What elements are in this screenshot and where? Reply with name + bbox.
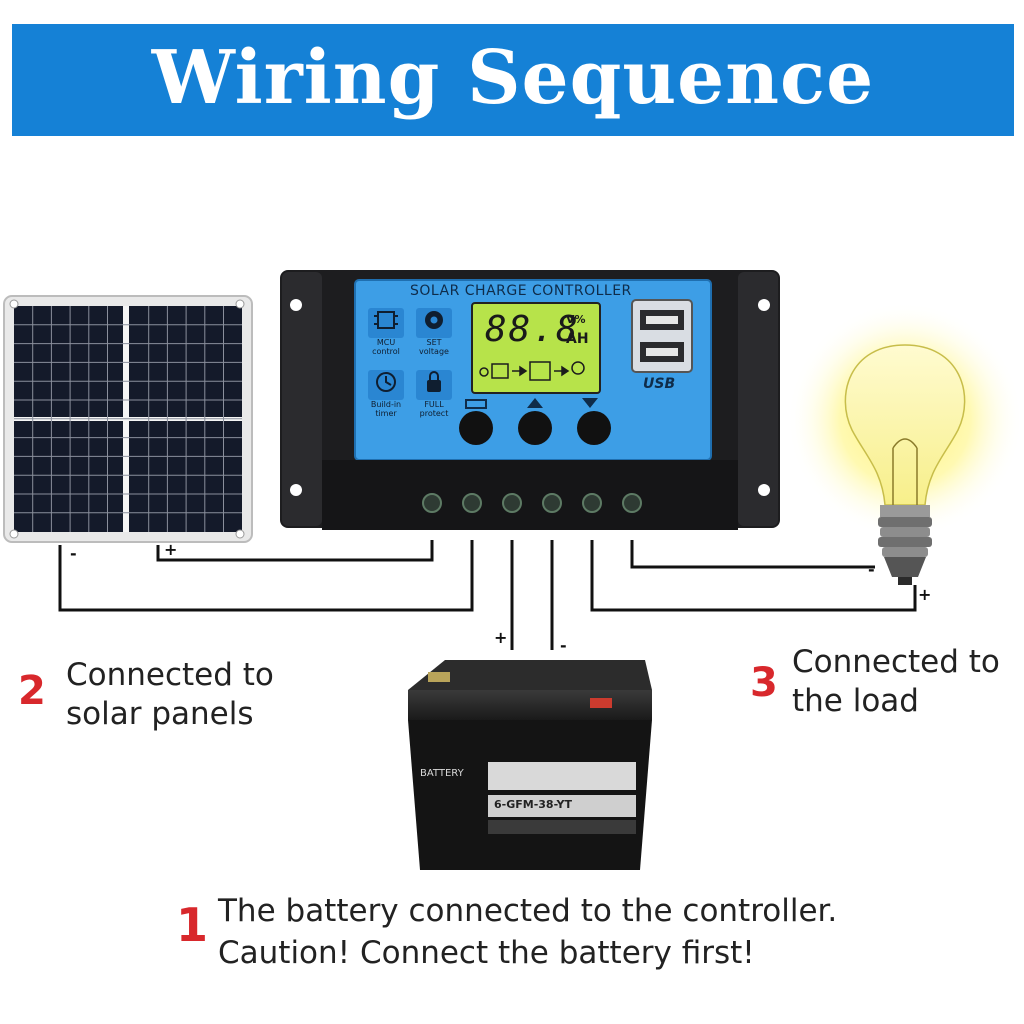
step-1-number: 1 [176, 898, 209, 952]
wire-solar-minus [58, 540, 474, 612]
solar-minus-sign: - [70, 544, 77, 563]
charge-controller [280, 270, 780, 530]
step-3-text: Connected to the load [792, 644, 1000, 719]
title-banner: Wiring Sequence [12, 24, 1014, 136]
battery-brand: BATTERY [420, 768, 464, 779]
controller-button-2 [518, 411, 552, 445]
feature-timer-label: Build-in timer [370, 400, 402, 418]
terminal-screw-1 [422, 493, 442, 513]
usb-label: USB [643, 376, 676, 392]
feature-set-label: SET voltage [419, 338, 449, 356]
lcd-unit-bottom: AH [566, 331, 589, 347]
battery [408, 660, 652, 870]
battery-minus-sign: - [560, 636, 567, 655]
gear-icon [425, 311, 443, 329]
lcd-digits: 88.8 [485, 309, 580, 350]
lcd-unit-top: V% [566, 313, 586, 326]
feature-mcu-label: MCU control [372, 338, 400, 356]
terminal-screw-2 [462, 493, 482, 513]
battery-model: 6-GFM-38-YT [494, 798, 572, 811]
wire-load-minus [630, 540, 875, 569]
terminal-screw-5 [582, 493, 602, 513]
feature-protect-label: FULL protect [419, 400, 449, 418]
lock-icon [427, 371, 441, 392]
chip-icon [374, 311, 398, 329]
load-minus-sign: - [868, 560, 875, 579]
clock-icon [376, 372, 396, 392]
step-1-text: The battery connected to the controller.… [218, 893, 838, 971]
terminal-screw-6 [622, 493, 642, 513]
load-plus-sign: + [918, 585, 932, 604]
controller-button-1 [459, 411, 493, 445]
battery-plus-sign: + [494, 628, 508, 647]
controller-header: SOLAR CHARGE CONTROLLER [410, 283, 632, 299]
wires [58, 540, 917, 650]
step-3-number: 3 [750, 660, 778, 706]
solar-panel [3, 295, 253, 543]
wire-load-plus [590, 540, 917, 612]
wire-solar-plus [156, 540, 434, 562]
terminal-screw-4 [542, 493, 562, 513]
controller-button-3 [577, 411, 611, 445]
terminal-screw-3 [502, 493, 522, 513]
step-2-text: Connected to solar panels [66, 657, 274, 732]
page-title: Wiring Sequence [151, 35, 875, 121]
step-2-number: 2 [18, 668, 46, 714]
lcd-flow-icons [479, 361, 585, 381]
solar-plus-sign: + [164, 540, 178, 559]
light-bulb [844, 344, 966, 585]
controller-terminals [422, 493, 642, 513]
